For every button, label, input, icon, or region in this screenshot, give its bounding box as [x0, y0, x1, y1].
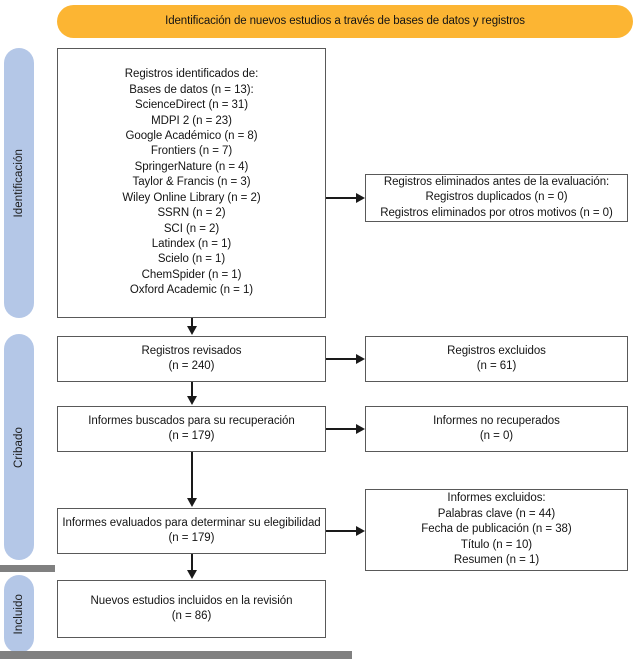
arrowhead-right-icon-2 — [356, 353, 365, 364]
box-reports-excluded-text: Informes excluidos: Palabras clave (n = 4… — [417, 489, 575, 570]
box-text-line: Registros revisados — [141, 344, 242, 357]
box-text-line: Fecha de publicación (n = 38) — [421, 523, 572, 536]
stage-divider-bar-middle — [0, 565, 55, 572]
box-reports-not-retrieved-text: Informes no recuperados (n = 0) — [429, 412, 564, 447]
box-records-identified: Registros identificados de: Bases de dato… — [57, 48, 326, 318]
box-records-removed-before-screening-text: Registros eliminados antes de la evaluac… — [376, 173, 617, 223]
header-banner-title: Identificación de nuevos estudios a trav… — [165, 15, 525, 28]
box-text-line: Resumen (n = 1) — [453, 554, 540, 567]
arrowhead-right-icon-1 — [356, 192, 365, 203]
connector-identified-to-removed — [326, 197, 357, 199]
box-text-line: Registros eliminados antes de la evaluac… — [383, 175, 610, 188]
box-text-line: Informes buscados para su recuperación — [88, 414, 295, 427]
box-text-line: (n = 179) — [168, 430, 215, 442]
connector-screened-to-excluded — [326, 358, 357, 360]
box-text-line: Registros eliminados por otros motivos (… — [380, 206, 613, 219]
box-text-line: Latindex (n = 1) — [151, 237, 232, 250]
box-text-line: Taylor & Francis (n = 3) — [132, 176, 251, 189]
box-text-line: (n = 179) — [168, 532, 215, 544]
box-text-line: SpringerNature (n = 4) — [134, 160, 249, 173]
box-text-line: Nuevos estudios incluidos en la revisión — [90, 594, 293, 607]
box-reports-sought-for-retrieval-text: Informes buscados para su recuperación (n… — [84, 412, 299, 447]
box-reports-not-retrieved: Informes no recuperados (n = 0) — [365, 406, 628, 452]
connector-screened-to-sought — [191, 382, 193, 398]
box-reports-assessed-for-eligibility-text: Informes evaluados para determinar su el… — [58, 514, 324, 549]
arrowhead-down-icon-3 — [186, 498, 197, 507]
box-text-line: Frontiers (n = 7) — [150, 145, 233, 158]
box-text-line: Bases de datos (n = 13): — [129, 83, 254, 96]
box-text-line: ChemSpider (n = 1) — [141, 268, 242, 281]
box-text-line: ScienceDirect (n = 31) — [135, 99, 248, 112]
connector-assessed-to-included — [191, 554, 193, 572]
box-text-line: (n = 61) — [476, 360, 517, 372]
box-text-line: Registros duplicados (n = 0) — [425, 191, 568, 204]
box-text-line: Palabras clave (n = 44) — [437, 507, 556, 520]
box-text-line: Oxford Academic (n = 1) — [129, 284, 254, 297]
box-text-line: Scielo (n = 1) — [157, 253, 226, 266]
box-text-line: Informes no recuperados — [433, 414, 560, 427]
box-text-line: (n = 0) — [479, 430, 514, 442]
box-text-line: SCI (n = 2) — [163, 222, 220, 235]
box-text-line: Informes excluidos: — [447, 492, 546, 505]
stage-label-incluido-text: Incluido — [13, 593, 25, 635]
stage-label-cribado-text: Cribado — [13, 426, 25, 468]
arrowhead-down-icon-1 — [186, 326, 197, 335]
stage-label-identificacion-text: Identificación — [13, 148, 25, 218]
connector-sought-to-assessed — [191, 452, 193, 500]
stage-label-identificacion: Identificación — [4, 48, 34, 318]
box-records-excluded: Registros excluidos (n = 61) — [365, 336, 628, 382]
arrowhead-down-icon-2 — [186, 396, 197, 405]
box-reports-assessed-for-eligibility: Informes evaluados para determinar su el… — [57, 508, 326, 554]
arrowhead-right-icon-4 — [356, 525, 365, 536]
box-text-line: MDPI 2 (n = 23) — [151, 114, 232, 127]
connector-sought-to-not-retrieved — [326, 428, 357, 430]
box-records-screened-text: Registros revisados (n = 240) — [137, 342, 245, 377]
stage-label-cribado: Cribado — [4, 334, 34, 560]
box-records-excluded-text: Registros excluidos (n = 61) — [443, 342, 550, 377]
box-records-screened: Registros revisados (n = 240) — [57, 336, 326, 382]
connector-identified-to-screened — [191, 318, 193, 328]
box-records-removed-before-screening: Registros eliminados antes de la evaluac… — [365, 174, 628, 222]
box-text-line: Registros identificados de: — [124, 68, 259, 81]
box-records-identified-text: Registros identificados de: Bases de dato… — [118, 65, 264, 300]
arrowhead-right-icon-3 — [356, 423, 365, 434]
header-banner: Identificación de nuevos estudios a trav… — [57, 5, 633, 38]
box-text-line: Informes evaluados para determinar su el… — [62, 516, 321, 529]
connector-assessed-to-excluded — [326, 530, 357, 532]
arrowhead-down-icon-4 — [186, 570, 197, 579]
box-text-line: (n = 240) — [168, 360, 215, 372]
box-text-line: Registros excluidos — [447, 344, 546, 357]
box-text-line: (n = 86) — [171, 610, 212, 622]
box-new-studies-included-text: Nuevos estudios incluidos en la revisión… — [87, 592, 297, 627]
box-text-line: SSRN (n = 2) — [157, 207, 226, 220]
stage-label-incluido: Incluido — [4, 575, 34, 653]
box-text-line: Wiley Online Library (n = 2) — [122, 191, 261, 204]
stage-divider-bar-bottom — [0, 651, 352, 659]
box-reports-sought-for-retrieval: Informes buscados para su recuperación (n… — [57, 406, 326, 452]
box-reports-excluded: Informes excluidos: Palabras clave (n = 4… — [365, 489, 628, 571]
box-text-line: Título (n = 10) — [460, 538, 533, 551]
box-new-studies-included: Nuevos estudios incluidos en la revisión… — [57, 580, 326, 638]
box-text-line: Google Académico (n = 8) — [125, 130, 258, 143]
